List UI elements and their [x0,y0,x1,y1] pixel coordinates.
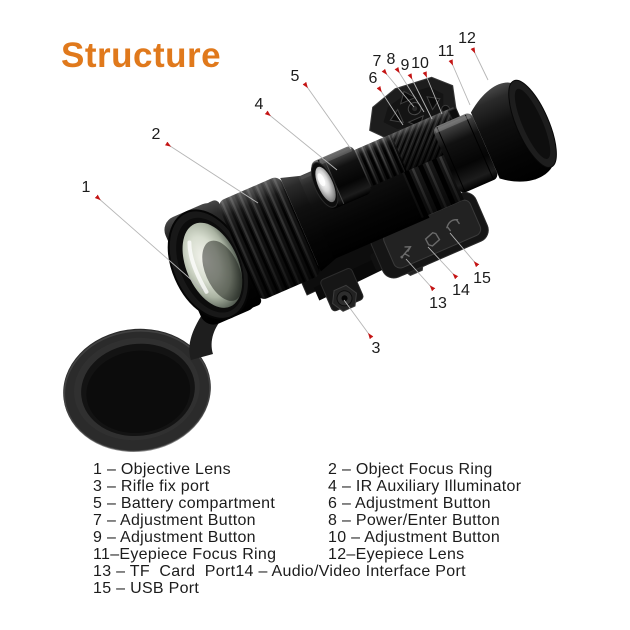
leader-line-7 [381,68,415,108]
objective-lens [164,203,257,325]
leader-line-12 [470,47,489,81]
tf-card-icon [424,231,441,247]
callout-number-15: 15 [473,270,491,287]
callout-number-1: 1 [82,179,91,196]
callout-number-9: 9 [401,57,410,74]
callout-number-6: 6 [369,70,378,87]
legend-entry: 2 – Object Focus Ring [328,461,493,478]
legend-row-4: 7 – Adjustment Button 8 – Power/Enter But… [93,512,573,529]
leader-line-13 [405,258,436,292]
eyepiece-focus-ring [433,113,498,193]
callout-number-5: 5 [291,68,300,85]
body-cone [280,175,336,272]
leader-line-4 [264,110,338,171]
legend-entry: 1 – Objective Lens [93,461,231,478]
legend-entry: 3 – Rifle fix port [93,478,210,495]
legend-row-8: 15 – USB Port [93,580,573,597]
callout-number-12: 12 [458,30,476,47]
focus-ring [219,177,320,299]
legend-entry: 4 – IR Auxiliary Illuminator [328,478,522,495]
callout-number-3: 3 [372,340,381,357]
legend-entry: 8 – Power/Enter Button [328,512,501,529]
port-compartment [370,191,489,279]
callout-number-7: 7 [373,53,382,70]
legend-entry: 7 – Adjustment Button [93,512,256,529]
legend-row-7: 13 – TF Card Port14 – Audio/Video Interf… [93,563,573,580]
leader-line-11 [448,59,471,106]
leader-line-5 [302,81,352,150]
page-title: Structure [61,36,222,75]
legend-entry: 12–Eyepiece Lens [328,546,465,563]
leader-line-14 [427,246,459,280]
eyepiece [433,79,557,193]
legend-entry: 15 – USB Port [93,580,200,597]
legend-row-2: 3 – Rifle fix port 4 – IR Auxiliary Illum… [93,478,573,495]
leader-line-10 [422,71,443,115]
legend-entry: 13 – TF Card Port14 – Audio/Video Interf… [93,563,466,580]
leader-line-6 [376,85,404,126]
usb-icon [400,246,412,259]
lens-cap [63,328,211,453]
legend-entry: 9 – Adjustment Button [93,529,256,546]
callout-number-14: 14 [452,282,470,299]
callout-number-11: 11 [438,43,455,60]
legend-entry: 10 – Adjustment Button [328,529,501,546]
callout-number-13: 13 [429,295,447,312]
leader-line-2 [164,141,259,204]
callout-number-4: 4 [255,96,264,113]
leader-line-15 [449,232,480,268]
legend-entry: 11–Eyepiece Focus Ring [93,546,277,563]
legend-entry: 6 – Adjustment Button [328,495,491,512]
leader-line-8 [394,66,425,113]
eyecup [470,79,557,182]
callout-number-2: 2 [152,126,161,143]
up-button [399,90,417,105]
legend-entry: 5 – Battery compartment [93,495,276,512]
callout-number-10: 10 [411,55,429,72]
av-port-icon [446,218,460,232]
legend-row-5: 9 – Adjustment Button 10 – Adjustment But… [93,529,573,546]
callout-number-8: 8 [387,51,396,68]
legend-row-3: 5 – Battery compartment 6 – Adjustment Bu… [93,495,573,512]
leader-line-3 [343,299,374,340]
legend-row-1: 1 – Objective Lens 2 – Object Focus Ring [93,461,573,478]
leader-line-1 [94,194,204,291]
scope-body [164,76,557,325]
clamp-nut [332,284,357,312]
leader-line-9 [407,73,433,120]
legend-row-6: 11–Eyepiece Focus Ring 12–Eyepiece Lens [93,546,573,563]
